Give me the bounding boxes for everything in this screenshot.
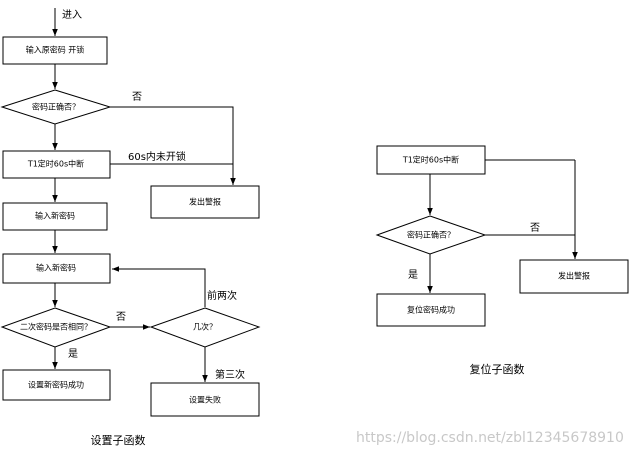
edge-right-check-no xyxy=(485,234,578,259)
node-same-twice xyxy=(0,307,112,348)
node-how-many xyxy=(149,307,261,348)
label-how-many: 几次？ xyxy=(193,322,217,332)
edge-label-yes: 是 xyxy=(68,348,78,360)
node-reset-success xyxy=(376,293,486,327)
edge-label-first-two: 前两次 xyxy=(207,289,237,302)
label-input-old-password: 输入原密码 开锁 xyxy=(26,45,85,55)
label-alarm-right: 发出警报 xyxy=(558,271,590,281)
node-input-new-password-1 xyxy=(2,202,108,231)
node-alarm-right xyxy=(519,259,629,294)
node-check-password xyxy=(0,89,112,125)
label-set-fail: 设置失败 xyxy=(189,395,221,405)
watermark-text: https://blog.csdn.net/zbl12345678910 xyxy=(356,430,624,446)
edge-label-not-opened: 60s内未开锁 xyxy=(128,150,186,163)
node-alarm-left xyxy=(150,185,260,219)
node-input-old-password xyxy=(2,36,108,65)
edge-label-right-no: 否 xyxy=(530,222,540,234)
label-input-new-password-2: 输入新密码 xyxy=(36,263,76,273)
edge-label-third: 第三次 xyxy=(215,368,245,381)
label-t1-timer: T1定时60s中断 xyxy=(27,159,84,169)
label-right-t1-timer: T1定时60s中断 xyxy=(402,155,459,165)
label-set-success: 设置新密码成功 xyxy=(28,380,84,390)
label-reset-success: 复位密码成功 xyxy=(407,305,455,315)
left-flow-text: 输入原密码 开锁 密码正确否？ T1定时60s中断 输入新密码 输入新密码 二次… xyxy=(20,9,245,447)
label-check-password: 密码正确否？ xyxy=(32,102,80,112)
label-same-twice: 二次密码是否相同？ xyxy=(20,322,92,332)
caption-left: 设置子函数 xyxy=(91,434,146,447)
node-right-t1-timer xyxy=(376,145,486,175)
right-flow-text: T1定时60s中断 密码正确否？ 复位密码成功 发出警报 否 是 复位子函数 xyxy=(402,155,590,377)
edge-check-no-to-alarm xyxy=(110,106,236,185)
node-t1-timer xyxy=(2,150,111,179)
node-set-success xyxy=(2,369,111,401)
edge-label-no: 否 xyxy=(132,91,142,103)
right-flow-nodes xyxy=(375,145,629,327)
node-right-check-password xyxy=(375,215,487,255)
label-entry: 进入 xyxy=(62,9,82,21)
caption-right: 复位子函数 xyxy=(470,362,525,376)
label-alarm-left: 发出警报 xyxy=(189,197,221,207)
edge-label-no-2: 否 xyxy=(116,311,126,323)
node-set-fail xyxy=(150,382,260,417)
edge-label-right-yes: 是 xyxy=(408,269,418,281)
right-flow-connectors xyxy=(427,159,578,293)
left-flow-nodes xyxy=(0,36,261,417)
label-input-new-password-1: 输入新密码 xyxy=(35,211,75,221)
label-right-check-password: 密码正确否？ xyxy=(407,230,455,240)
node-input-new-password-2 xyxy=(2,253,111,284)
left-flow-connectors xyxy=(52,8,236,382)
edge-first-two-loop xyxy=(112,266,206,307)
